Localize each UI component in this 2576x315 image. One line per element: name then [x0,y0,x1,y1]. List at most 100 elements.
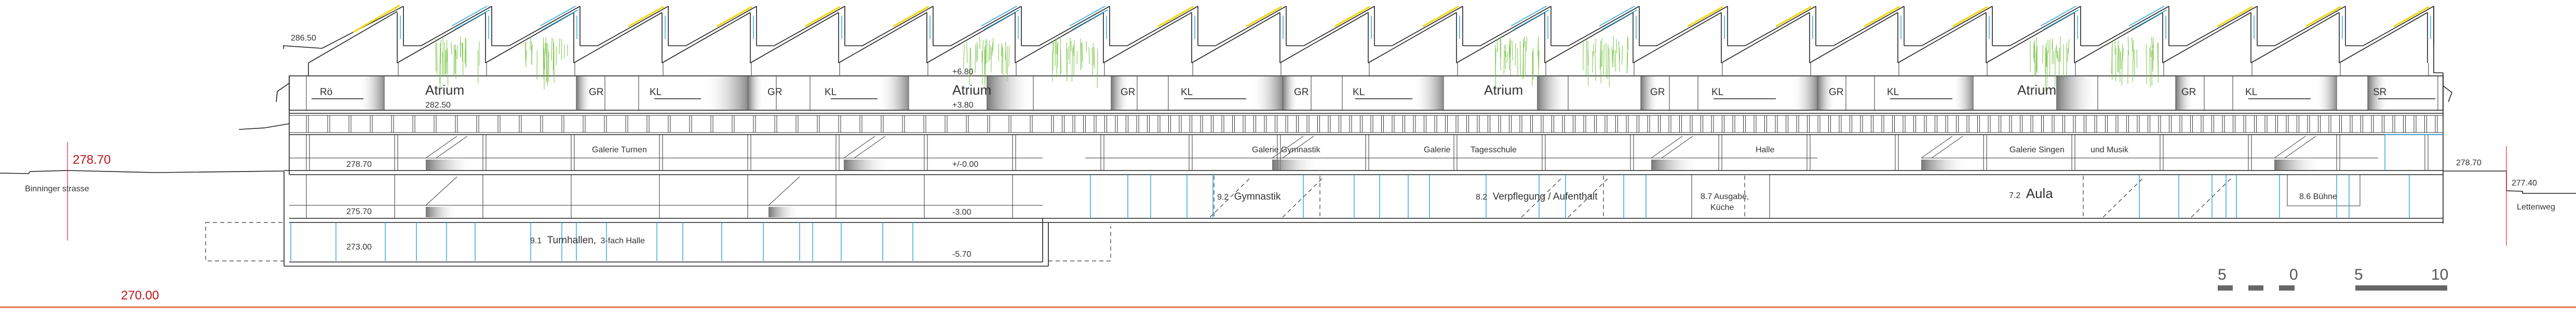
beam-mullion [689,115,692,133]
solar-panel [893,6,929,28]
plant-stroke [451,42,452,55]
beam-mullion [881,115,884,133]
beam-mullion [774,115,777,133]
hidden-stair [1521,176,1563,218]
plant-stroke [552,38,554,71]
room-label: KL [650,87,662,98]
roof-underside [662,12,751,63]
hidden-stair [2191,176,2233,218]
room-number: 9.2 [1217,193,1229,202]
beam-mullion [1488,115,1490,133]
facade-detail [2443,85,2452,102]
room-label: GR [767,87,783,98]
room-label: GR [2181,87,2196,98]
room-turnhallen: 9.1 Turnhallen, 3-fach Halle [530,235,645,246]
beam-mullion [2361,115,2363,133]
beam-mullion [1264,115,1267,133]
beam-mullion [2009,115,2012,133]
solar-panel [1687,6,1723,28]
stair [2284,136,2316,159]
scale-segment [2218,285,2233,291]
solar-panel [1952,6,1988,28]
beam-mullion [1126,115,1128,133]
beam-mullion [1966,115,1970,133]
beam-mullion [1328,115,1331,133]
roof-end-wall [2433,6,2443,73]
beam-mullion [1370,115,1373,133]
skylight-glass [981,6,1017,27]
beam-mullion [668,115,671,133]
skylight-glass [540,6,576,27]
skylight-glass [1601,9,1638,30]
stage-block [2287,174,2361,206]
beam-mullion [1860,115,1863,133]
plant-stroke [548,51,549,82]
beam-mullion [2382,115,2384,133]
plant-stroke [970,47,972,77]
plant-stroke [1523,36,1525,48]
beam-mullion [1701,115,1703,133]
roof-underside [573,12,663,63]
beam-mullion [370,115,373,133]
beam-mullion [1147,115,1150,133]
beam-mullion [1903,115,1906,133]
stair [436,136,468,159]
plant-stroke [975,44,976,73]
plant-stroke [1519,41,1521,77]
plant-stroke [1093,43,1094,65]
plant-stroke [1593,44,1594,57]
roof-underside [838,12,927,63]
beam-mullion [1381,115,1384,133]
scale-label: 10 [2431,266,2448,283]
beam-mullion [838,115,841,133]
plant-stroke [1619,41,1620,72]
elevation-datum: 270.00 [121,288,159,303]
stair [1272,136,1304,159]
kitchen-block [1691,174,1770,219]
stair [1921,136,1953,159]
roof-underside [1191,12,1280,63]
beam-mullion [817,115,820,133]
beam-mullion [1062,115,1064,133]
plant-stroke [1606,43,1607,78]
beam-mullion [1732,115,1735,133]
roof-slope [492,6,581,46]
galerie-label: Galerie Turnen [592,146,647,154]
beam-mullion [1072,115,1075,133]
plant-stroke [439,48,441,87]
beam-mullion [1743,115,1746,133]
stair [425,136,457,159]
beam-mullion [1115,115,1118,133]
beam-mullion [1455,115,1459,133]
skylight-glass [983,9,1020,30]
galerie-label: Galerie [1424,146,1451,154]
elevation-floor-lower: 275.70 [346,207,372,216]
plant-stroke [1097,48,1098,88]
beam-mullion [2041,115,2044,133]
beam-mullion [2339,115,2342,133]
beam-mullion [1839,115,1842,133]
beam-mullion [1296,115,1299,133]
plant-stroke [2052,38,2053,50]
beam-mullion [1647,115,1650,133]
beam-mullion [2169,115,2172,133]
wall-shading [1952,76,1973,110]
beam-mullion [434,115,437,133]
elevation-roof-top: 286.50 [291,34,316,43]
street-label-right: Lettenweg [2517,203,2555,212]
roof-slope [1728,6,1816,46]
beam-mullion [1445,115,1448,133]
beam-mullion [1817,115,1820,133]
beam-mullion [497,115,501,133]
solar-panel [353,4,400,33]
beam-mullion [2435,115,2438,133]
plant-stroke [2049,39,2051,76]
beam-mullion [753,115,756,133]
wall-shading [2176,76,2194,110]
stair [843,136,875,159]
upper-floor-rooms: Rö Atrium GR KL GR KL Atrium GR KL GR KL… [320,82,2386,98]
plant-stroke [1505,51,1506,69]
beam-mullion [2190,115,2193,133]
beam-mullion [519,115,522,133]
roof-slope [1021,6,1110,46]
